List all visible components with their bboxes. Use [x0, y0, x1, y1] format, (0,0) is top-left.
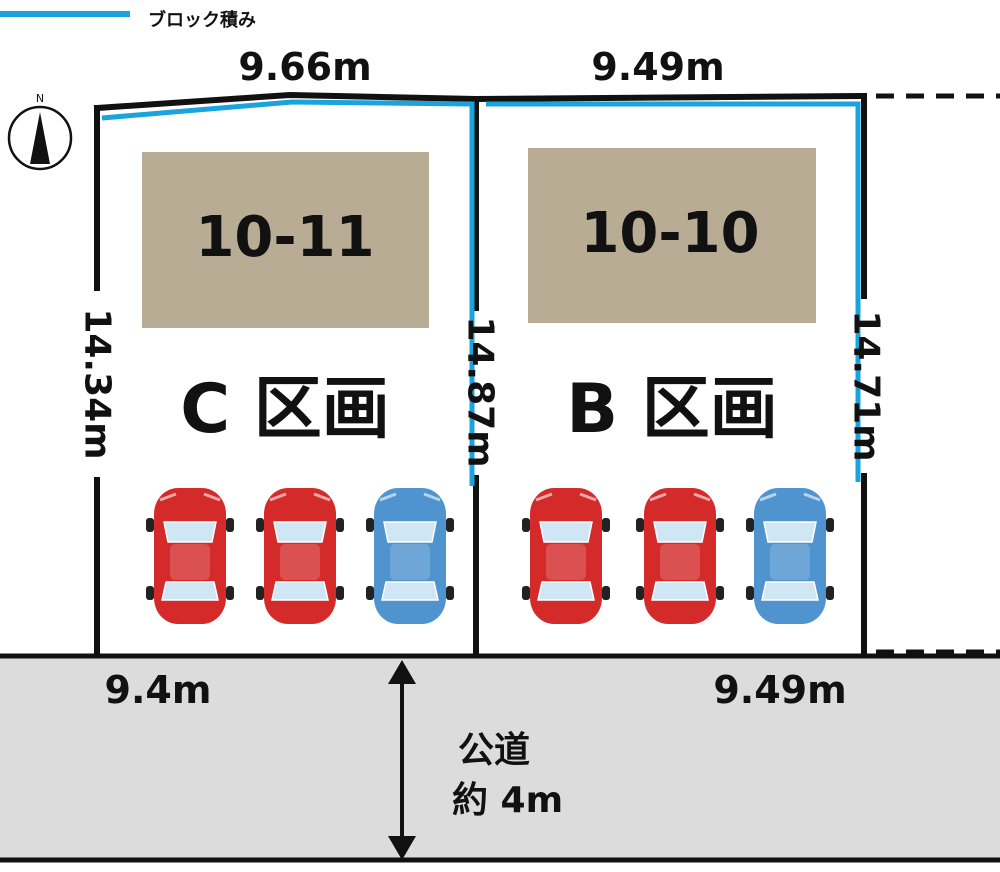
legend-label: ブロック積み [148, 9, 256, 31]
road-width: 約 4m [452, 780, 563, 821]
house-lot-c [142, 152, 429, 328]
north-compass: N [7, 92, 73, 171]
dim-bottom-lot-b: 9.49m [713, 668, 846, 712]
lot-boundaries [93, 91, 867, 655]
dim-left-lot-c: 14.34m [77, 308, 118, 459]
parking-cars [144, 486, 836, 626]
dim-top-lot-b: 9.49m [591, 45, 724, 89]
car-blue-lot-c [364, 486, 456, 626]
house-label-lot-b: 10-10 [580, 201, 759, 266]
car-red-lot-c [254, 486, 346, 626]
car-red-lot-b [634, 486, 726, 626]
lot-name-c: C 区画 [180, 370, 390, 449]
dim-right-lot-b: 14.71m [846, 310, 887, 461]
house-label-lot-c: 10-11 [195, 205, 374, 270]
north-label: N [36, 92, 44, 105]
dim-left-lot-b: 14.87m [460, 316, 501, 467]
road-name: 公道 [458, 730, 530, 771]
road-width-arrow [388, 660, 416, 860]
car-red-lot-b [520, 486, 612, 626]
dim-bottom-lot-c: 9.4m [105, 668, 212, 712]
road [0, 656, 1000, 860]
block-walls [101, 99, 861, 486]
car-red-lot-c [144, 486, 236, 626]
dim-top-lot-c: 9.66m [238, 45, 371, 89]
house-lot-b [528, 148, 816, 323]
car-blue-lot-b [744, 486, 836, 626]
lot-name-b: B 区画 [566, 370, 778, 449]
